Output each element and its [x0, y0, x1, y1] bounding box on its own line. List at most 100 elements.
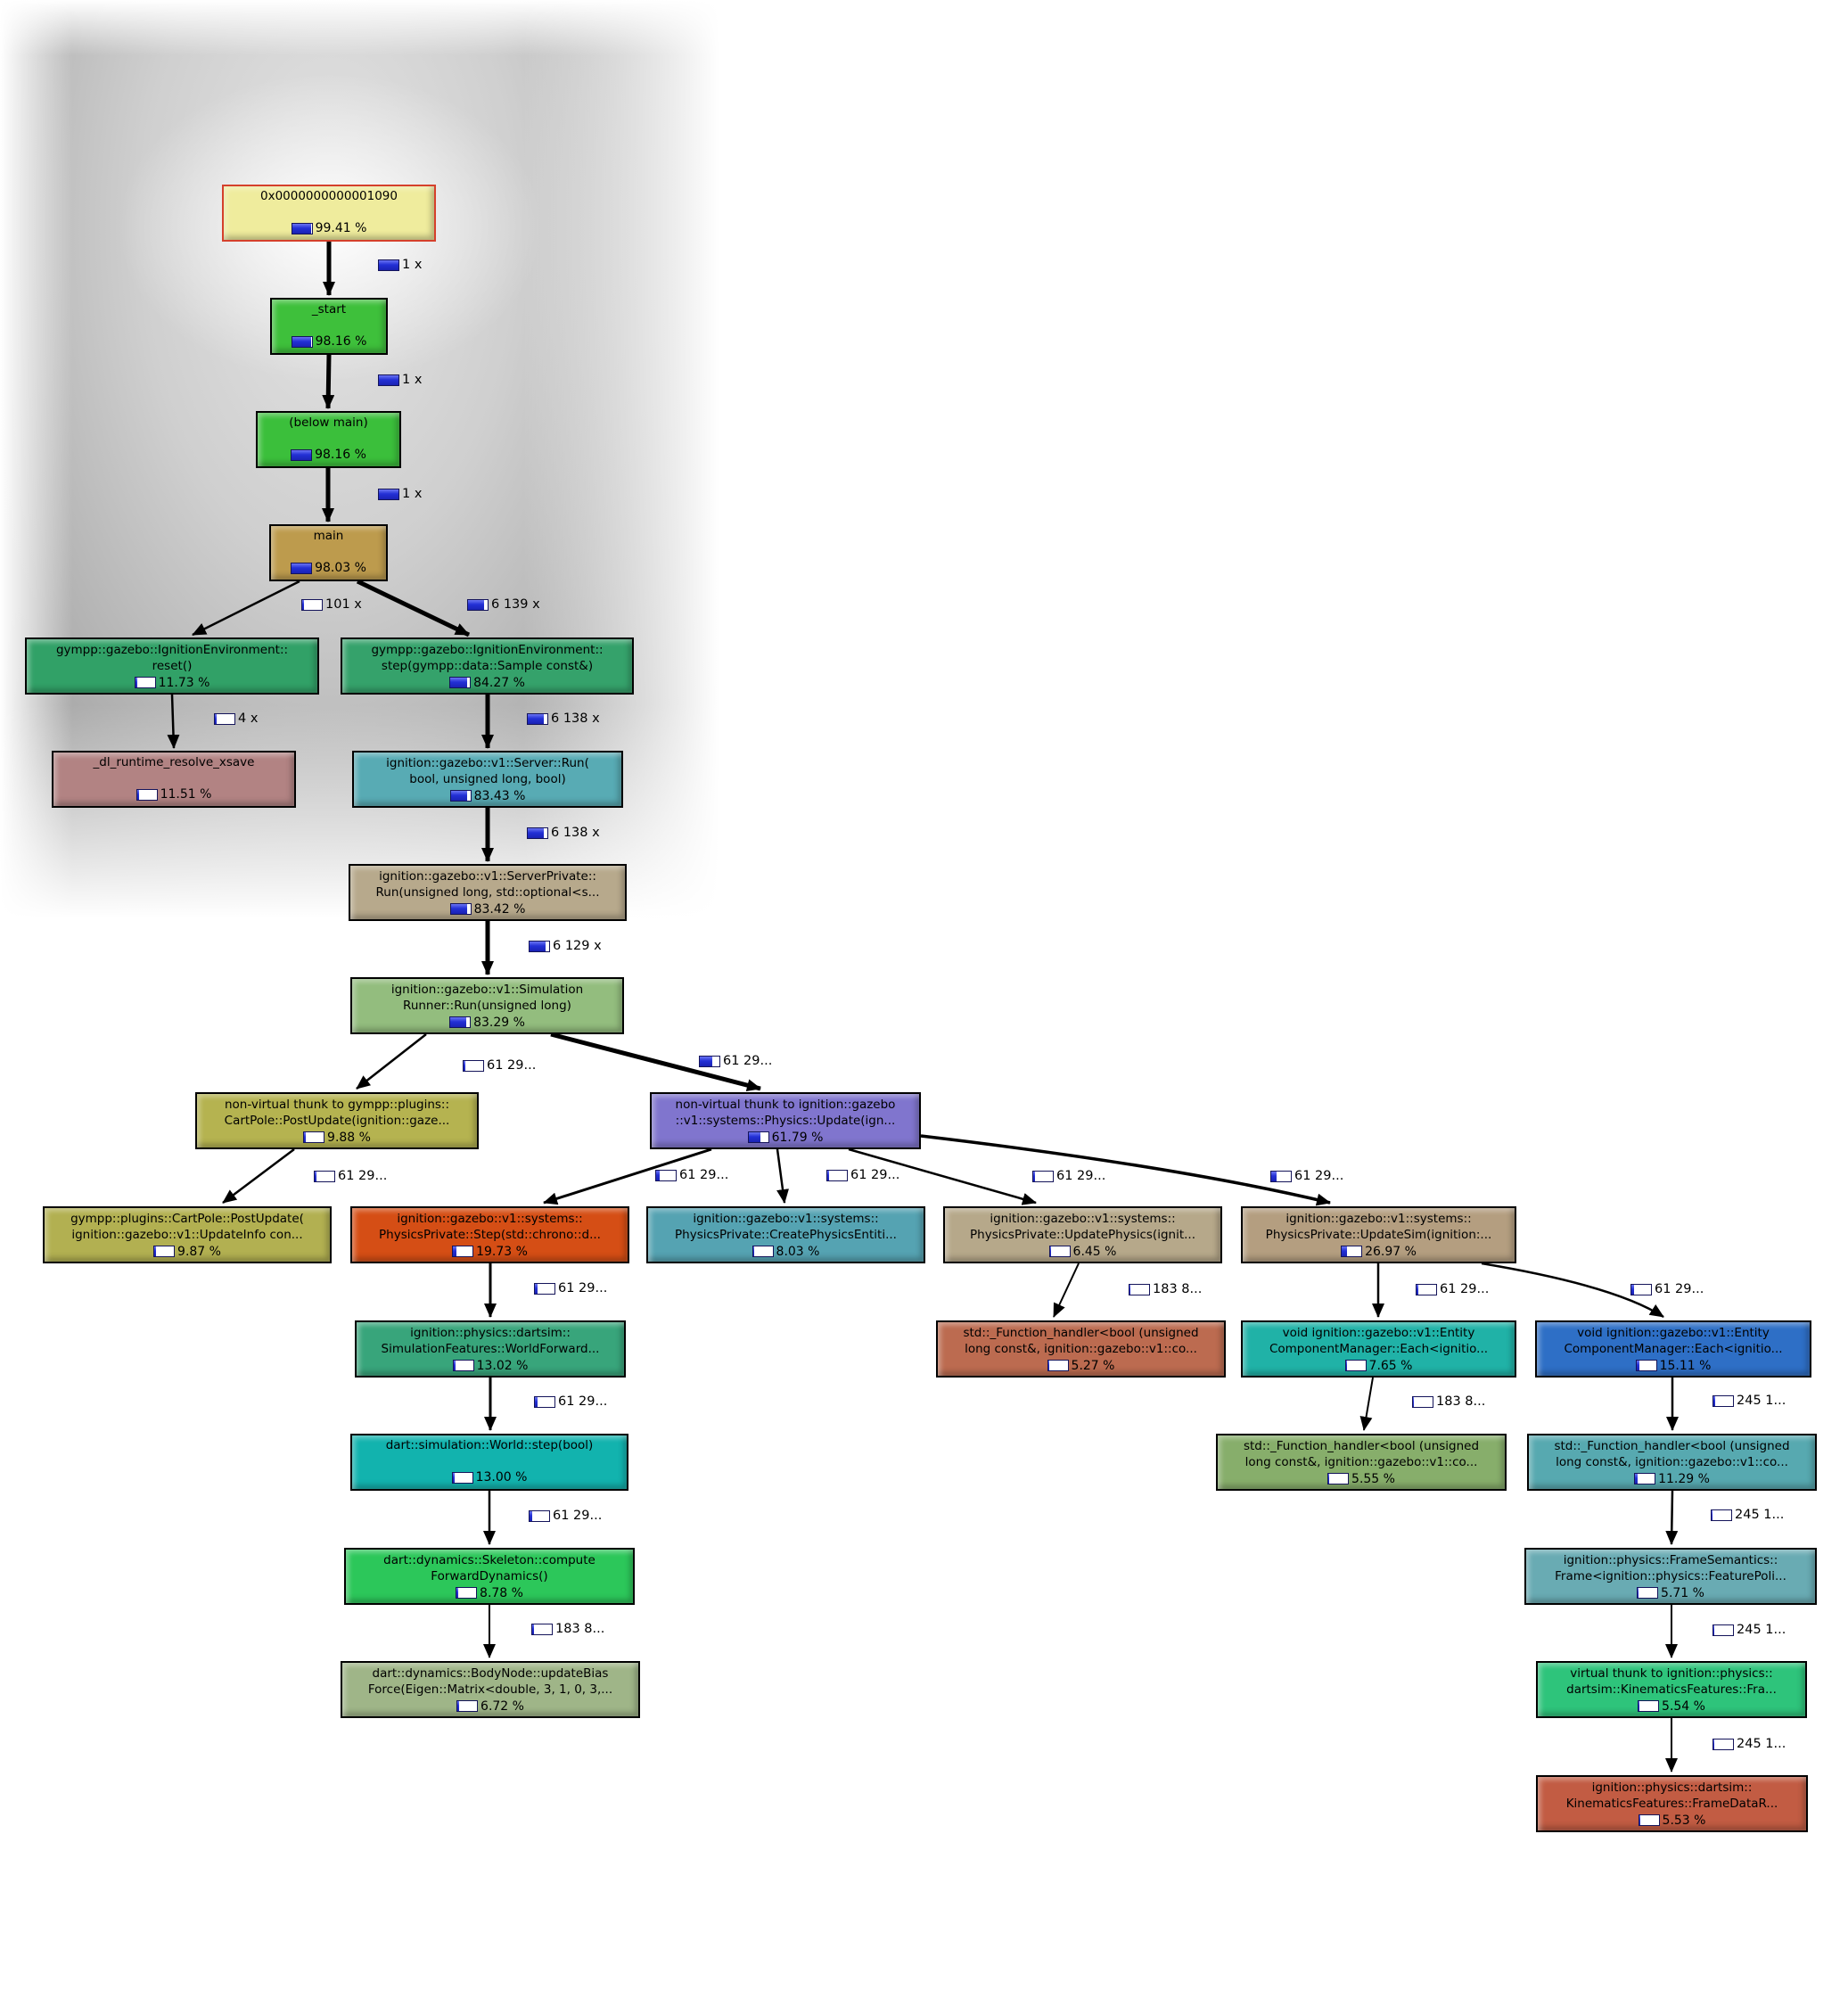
edge-cost-bar: [534, 1396, 555, 1408]
node-cost-row: 11.73 %: [134, 675, 209, 691]
node-cost-row: 61.79 %: [747, 1130, 823, 1146]
node-cost-row: 19.73 %: [452, 1244, 528, 1260]
edge-call-count: 245 1...: [1735, 1508, 1785, 1522]
function-node-below-main[interactable]: (below main)98.16 %: [256, 411, 401, 468]
edge-call-count: 61 29...: [487, 1058, 537, 1073]
edge-cost-bar: [1129, 1284, 1150, 1295]
node-cost-row: 83.42 %: [449, 901, 525, 917]
call-edge-main-to-reset[interactable]: [192, 580, 300, 637]
function-node-ignition-env-step[interactable]: gympp::gazebo::IgnitionEnvironment::step…: [341, 637, 634, 695]
function-node-server-run[interactable]: ignition::gazebo::v1::Server::Run(bool, …: [352, 751, 623, 808]
function-name: ignition::gazebo::v1::systems::: [693, 1211, 879, 1226]
node-cost-bar: [1341, 1246, 1363, 1257]
edge-cost-bar: [527, 827, 548, 839]
function-name: ComponentManager::Each<ignitio...: [1269, 1341, 1489, 1356]
node-cost-row: 8.03 %: [752, 1244, 820, 1260]
edge-call-count: 61 29...: [558, 1281, 608, 1295]
call-edge-physicsupdate-to-updatesim[interactable]: [920, 1134, 1331, 1206]
function-node-frame-semantics-frame[interactable]: ignition::physics::FrameSemantics::Frame…: [1524, 1548, 1817, 1605]
edge-cost-bar: [1630, 1284, 1652, 1295]
function-name: ignition::gazebo::v1::Server::Run(: [386, 755, 589, 770]
call-edge-simrunner-to-thunkcartpole[interactable]: [356, 1033, 427, 1090]
node-cost-bar: [134, 677, 156, 688]
node-cost-bar: [1344, 1360, 1367, 1371]
edge-label-physicsupdate-to-step: 61 29...: [655, 1169, 728, 1182]
edge-cost-bar: [1712, 1739, 1734, 1750]
call-edge-thunkcartpole-to-postupdate[interactable]: [222, 1148, 295, 1204]
function-name: ignition::gazebo::v1::Simulation: [390, 982, 584, 997]
function-node-update-physics[interactable]: ignition::gazebo::v1::systems::PhysicsPr…: [943, 1206, 1222, 1263]
function-name: Frame<ignition::physics::FeaturePoli...: [1555, 1568, 1786, 1583]
node-cost-percent: 83.43 %: [473, 788, 526, 803]
function-node-virtual-thunk-kinematics[interactable]: virtual thunk to ignition::physics::dart…: [1536, 1661, 1807, 1718]
edge-call-count: 61 29...: [553, 1509, 603, 1523]
node-cost-percent: 98.16 %: [315, 448, 366, 462]
node-cost-percent: 8.03 %: [776, 1244, 820, 1259]
function-name: long const&, ignition::gazebo::v1::co...: [1244, 1454, 1478, 1469]
node-cost-row: 6.45 %: [1048, 1244, 1116, 1260]
function-name: non-virtual thunk to ignition::gazebo: [675, 1097, 896, 1112]
call-edge-physicsupdate-to-step[interactable]: [543, 1147, 712, 1205]
node-cost-bar: [449, 1016, 472, 1028]
node-cost-percent: 13.02 %: [476, 1358, 529, 1373]
function-node-cartpole-postupdate[interactable]: gympp::plugins::CartPole::PostUpdate(ign…: [43, 1206, 332, 1263]
function-name: void ignition::gazebo::v1::Entity: [1577, 1325, 1770, 1340]
call-edge-physicsupdate-to-updatephysics[interactable]: [848, 1147, 1037, 1205]
function-node-server-private-run[interactable]: ignition::gazebo::v1::ServerPrivate::Run…: [349, 864, 627, 921]
function-name: 0x0000000000001090: [259, 189, 398, 203]
call-edge-reset-to-dl[interactable]: [167, 694, 180, 749]
function-node-ignition-env-reset[interactable]: gympp::gazebo::IgnitionEnvironment::rese…: [25, 637, 319, 695]
edge-call-count: 61 29...: [850, 1168, 900, 1182]
function-name: Run(unsigned long, std::optional<s...: [375, 884, 600, 900]
node-cost-row: 11.29 %: [1634, 1471, 1710, 1487]
edge-call-count: 1 x: [402, 373, 423, 387]
edge-call-count: 183 8...: [1436, 1394, 1486, 1409]
call-edge-handler1129-to-framesemantics[interactable]: [1665, 1490, 1679, 1545]
function-node-physics-private-step[interactable]: ignition::gazebo::v1::systems::PhysicsPr…: [350, 1206, 629, 1263]
function-node-kinematics-frame-data[interactable]: ignition::physics::dartsim::KinematicsFe…: [1536, 1775, 1808, 1832]
call-edge-start-to-belowmain[interactable]: [322, 354, 335, 409]
function-name: std::_Function_handler<bool (unsigned: [1554, 1438, 1790, 1453]
edge-label-serverrun-to-serverprivate: 6 138 x: [527, 827, 600, 840]
call-edge-simrunner-to-physicsupdate[interactable]: [550, 1032, 761, 1092]
function-name: step(gympp::data::Sample const&): [381, 658, 594, 673]
function-node-create-physics-entities[interactable]: ignition::gazebo::v1::systems::PhysicsPr…: [646, 1206, 925, 1263]
call-edge-physicsupdate-to-create[interactable]: [776, 1148, 789, 1204]
function-name: dart::simulation::World::step(bool): [385, 1438, 594, 1452]
function-name: PhysicsPrivate::UpdatePhysics(ignit...: [970, 1227, 1195, 1242]
node-cost-percent: 11.51 %: [160, 787, 212, 802]
call-edge-updatephysics-to-handler527[interactable]: [1053, 1262, 1080, 1318]
node-cost-percent: 13.00 %: [475, 1470, 528, 1485]
function-node-update-sim[interactable]: ignition::gazebo::v1::systems::PhysicsPr…: [1241, 1206, 1516, 1263]
node-cost-bar: [1634, 1473, 1656, 1485]
node-cost-row: 84.27 %: [449, 675, 525, 691]
node-cost-row: 7.65 %: [1344, 1358, 1412, 1374]
node-cost-row: 8.78 %: [456, 1585, 523, 1601]
edge-cost-bar: [699, 1056, 720, 1067]
function-name: non-virtual thunk to gympp::plugins::: [224, 1097, 450, 1112]
edge-label-root-to-start: 1 x: [378, 259, 422, 272]
node-cost-row: 5.53 %: [1638, 1813, 1705, 1829]
function-node-world-forward-step[interactable]: ignition::physics::dartsim::SimulationFe…: [355, 1320, 626, 1378]
function-node-thunk-physics-update[interactable]: non-virtual thunk to ignition::gazebo::v…: [650, 1092, 921, 1149]
call-edge-updatesim-to-each1511[interactable]: [1481, 1262, 1664, 1319]
edge-cost-bar: [378, 489, 399, 500]
call-edge-each765-to-handler555[interactable]: [1359, 1377, 1374, 1431]
function-node-dart-world-step[interactable]: dart::simulation::World::step(bool)13.00…: [350, 1434, 628, 1491]
call-edge-main-to-step[interactable]: [356, 579, 471, 637]
function-name: ignition::gazebo::v1::systems::: [1285, 1211, 1472, 1226]
node-cost-row: 6.72 %: [456, 1698, 524, 1715]
function-node-thunk-cartpole-postupdate[interactable]: non-virtual thunk to gympp::plugins::Car…: [195, 1092, 479, 1149]
